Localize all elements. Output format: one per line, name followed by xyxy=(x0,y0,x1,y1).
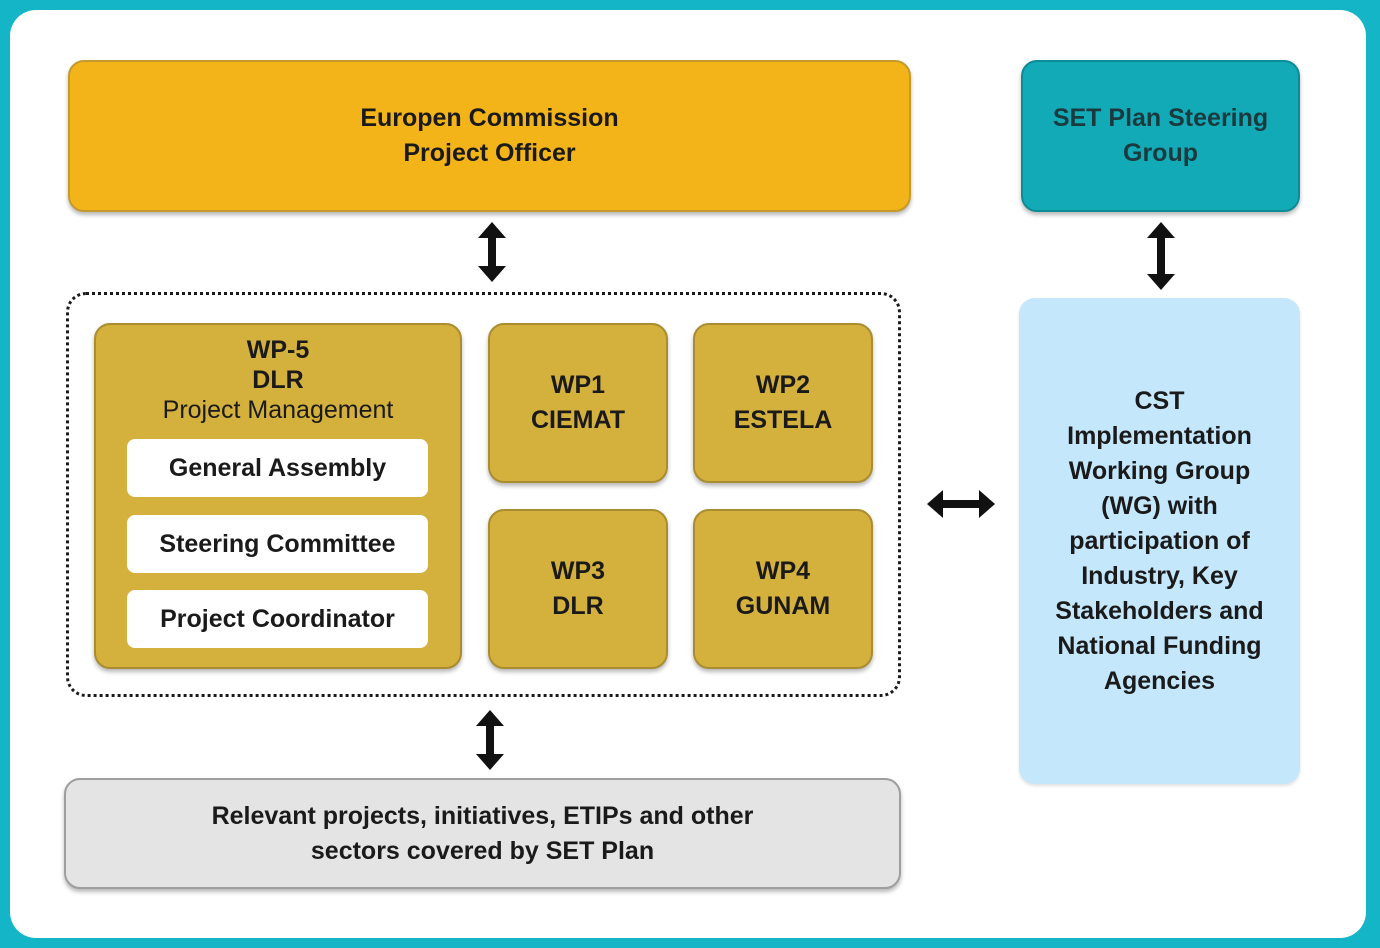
project-coordinator-box: Project Coordinator xyxy=(127,590,428,648)
wp2-code: WP2 xyxy=(755,371,811,399)
general-assembly-box: General Assembly xyxy=(127,439,428,497)
project-officer-label: Project Officer xyxy=(403,139,576,167)
wp1-lead: CIEMAT xyxy=(531,406,625,434)
cst-working-group-box: CST Implementation Working Group (WG) wi… xyxy=(1019,298,1300,784)
wp4-lead: GUNAM xyxy=(735,592,831,620)
set-plan-steering-group-box: SET Plan Steering Group xyxy=(1021,60,1300,212)
wp3-lead: DLR xyxy=(552,592,604,620)
cst-line: Agencies xyxy=(1103,666,1216,695)
cst-line: Implementation xyxy=(1067,421,1252,450)
double-arrow-horizontal-icon xyxy=(927,490,995,518)
steering-committee-box: Steering Committee xyxy=(127,515,428,573)
cst-line: Industry, Key xyxy=(1081,561,1238,590)
relevant-projects-box: Relevant projects, initiatives, ETIPs an… xyxy=(64,778,901,889)
wp2-box: WP2 ESTELA xyxy=(693,323,873,483)
wp2-lead: ESTELA xyxy=(733,406,833,434)
double-arrow-vertical-icon xyxy=(476,710,504,770)
set-plan-line-1: SET Plan Steering xyxy=(1052,104,1269,132)
double-arrow-vertical-icon xyxy=(1147,222,1175,290)
wp3-code: WP3 xyxy=(550,557,606,585)
relevant-projects-line-1: Relevant projects, initiatives, ETIPs an… xyxy=(211,801,754,830)
cst-line: CST xyxy=(1134,386,1185,415)
european-commission-box: Europen Commission Project Officer xyxy=(68,60,911,212)
wp1-box: WP1 CIEMAT xyxy=(488,323,668,483)
cst-line: Stakeholders and xyxy=(1055,596,1264,625)
wp1-code: WP1 xyxy=(550,371,606,399)
wp4-code: WP4 xyxy=(755,557,811,585)
wp4-box: WP4 GUNAM xyxy=(693,509,873,669)
project-consortium-container xyxy=(66,292,901,697)
wp5-lead: DLR xyxy=(252,366,304,394)
european-commission-title: Europen Commission xyxy=(360,104,619,132)
double-arrow-vertical-icon xyxy=(478,222,506,282)
relevant-projects-line-2: sectors covered by SET Plan xyxy=(310,836,655,865)
wp3-box: WP3 DLR xyxy=(488,509,668,669)
set-plan-line-2: Group xyxy=(1123,139,1198,167)
wp5-code: WP-5 xyxy=(246,336,310,364)
cst-line: (WG) with xyxy=(1101,491,1218,520)
cst-line: National Funding xyxy=(1057,631,1262,660)
cst-line: Working Group xyxy=(1068,456,1251,485)
wp5-subtitle: Project Management xyxy=(162,396,394,424)
cst-line: participation of xyxy=(1069,526,1250,555)
